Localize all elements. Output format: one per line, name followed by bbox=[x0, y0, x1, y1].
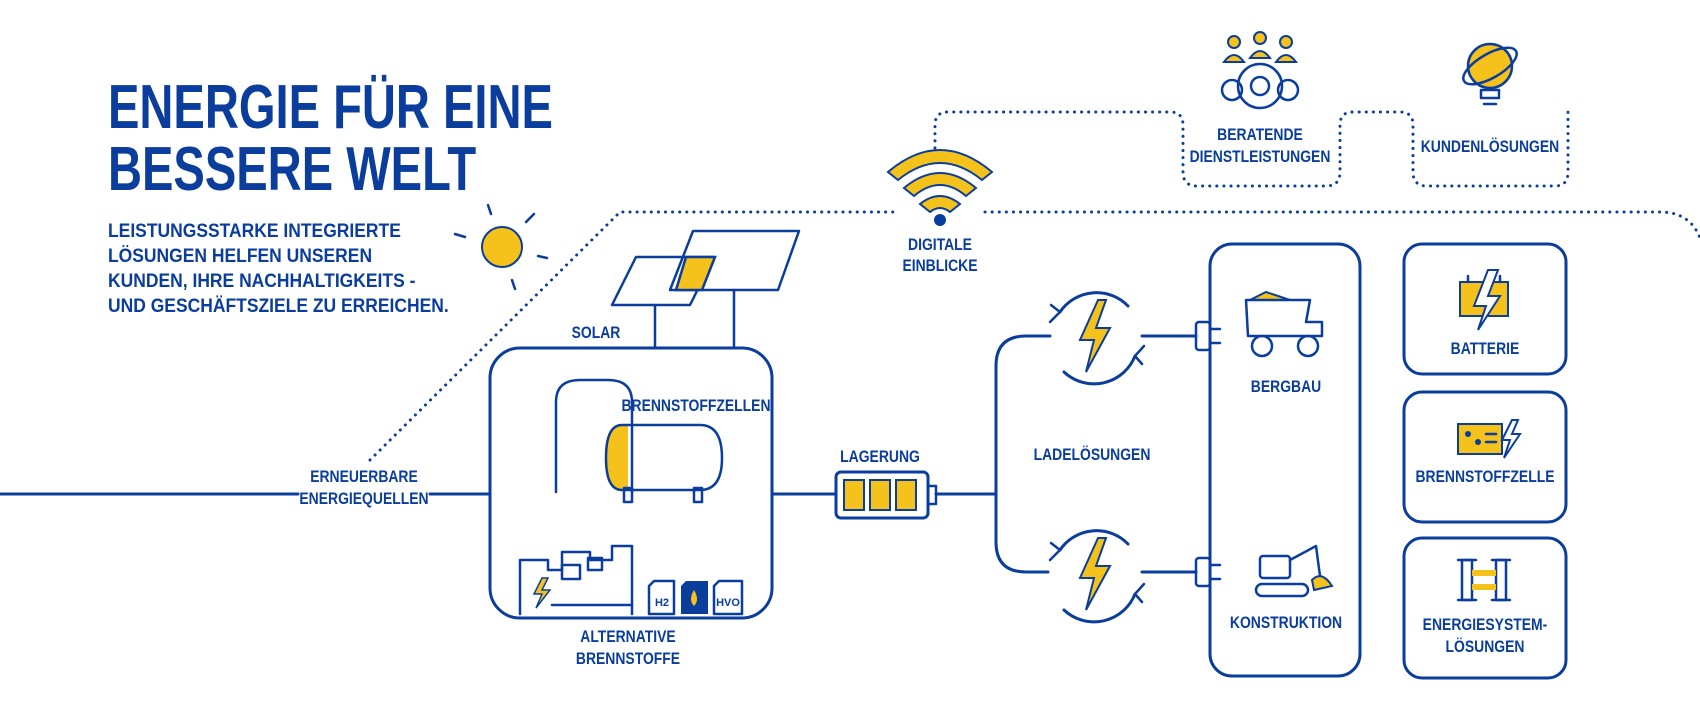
page-subtitle: LEISTUNGSSTARKE INTEGRIERTE LÖSUNGEN HEL… bbox=[108, 219, 449, 316]
battery-product-box bbox=[1402, 242, 1568, 376]
sun-icon bbox=[453, 203, 549, 291]
battery-pack-icon bbox=[1459, 269, 1509, 331]
mining-truck-icon bbox=[1244, 290, 1324, 358]
subtitle-line-2: LÖSUNGEN HELFEN UNSEREN bbox=[108, 244, 372, 266]
construction-label: KONSTRUKTION bbox=[1230, 614, 1342, 633]
plug-icon bbox=[1194, 556, 1222, 588]
energy-system-label: ENERGIESYSTEM- LÖSUNGEN bbox=[1423, 616, 1548, 657]
fuel-cells-label: BRENNSTOFFZELLEN bbox=[621, 397, 770, 416]
page-title: ENERGIE FÜR EINE BESSERE WELT bbox=[108, 72, 553, 204]
fuel-cell-label: BRENNSTOFFZELLE bbox=[1415, 468, 1554, 487]
charging-bolt-icon bbox=[1048, 291, 1146, 386]
charging-bolt-icon bbox=[1048, 529, 1146, 624]
can-h2-label: H2 bbox=[655, 597, 669, 609]
battery-icon bbox=[834, 470, 938, 520]
digital-label: DIGITALE EINBLICKE bbox=[902, 236, 977, 276]
fuel-cell-tank-icon bbox=[554, 378, 724, 504]
mining-label: BERGBAU bbox=[1251, 378, 1321, 397]
renewables-label-line-2: ENERGIEQUELLEN bbox=[299, 490, 428, 509]
energy-system-label-line-1: ENERGIESYSTEM- bbox=[1423, 616, 1548, 635]
title-line-1: ENERGIE FÜR EINE bbox=[108, 72, 553, 142]
consulting-label-line-2: DIENSTLEISTUNGEN bbox=[1190, 148, 1331, 167]
battery-label: BATTERIE bbox=[1451, 340, 1520, 359]
storage-label: LAGERUNG bbox=[840, 448, 920, 467]
can-hvo-label: HVO bbox=[716, 597, 740, 609]
consulting-label-line-1: BERATENDE bbox=[1217, 126, 1303, 145]
alt-fuels-label-line-2: BRENNSTOFFE bbox=[576, 650, 680, 669]
generator-icon bbox=[518, 544, 634, 616]
fuel-cell-module-icon bbox=[1457, 419, 1522, 459]
alt-fuels-label: ALTERNATIVE BRENNSTOFFE bbox=[576, 628, 680, 669]
energy-system-label-line-2: LÖSUNGEN bbox=[1446, 638, 1525, 657]
digital-label-line-1: DIGITALE bbox=[908, 236, 972, 255]
title-line-2: BESSERE WELT bbox=[108, 134, 476, 204]
fuel-can-icon: H2 HVO bbox=[647, 579, 744, 616]
generation-box bbox=[488, 346, 774, 620]
charging-label: LADELÖSUNGEN bbox=[1034, 446, 1151, 465]
team-gear-icon bbox=[1220, 31, 1300, 110]
subtitle-line-1: LEISTUNGSSTARKE INTEGRIERTE bbox=[108, 219, 401, 241]
charging-branch bbox=[994, 334, 1050, 574]
consulting-label: BERATENDE DIENSTLEISTUNGEN bbox=[1190, 126, 1331, 167]
wifi-icon bbox=[886, 149, 994, 226]
excavator-icon bbox=[1254, 544, 1334, 598]
customer-label: KUNDENLÖSUNGEN bbox=[1421, 138, 1560, 157]
lightbulb-icon bbox=[1462, 42, 1518, 106]
applications-box bbox=[1208, 242, 1362, 678]
alt-fuels-label-line-1: ALTERNATIVE bbox=[580, 628, 675, 647]
solar-panel-icon bbox=[610, 229, 801, 350]
energy-system-product-box bbox=[1402, 536, 1568, 680]
digital-label-line-2: EINBLICKE bbox=[902, 257, 977, 276]
fuel-cell-product-box bbox=[1402, 390, 1568, 524]
renewables-label: ERNEUERBARE ENERGIEQUELLEN bbox=[299, 468, 428, 509]
solar-label: SOLAR bbox=[572, 324, 621, 343]
dotted-connections bbox=[368, 108, 1700, 462]
subtitle-line-3: KUNDEN, IHRE NACHHALTIGKEITS - bbox=[108, 269, 415, 291]
renewables-label-line-1: ERNEUERBARE bbox=[310, 468, 418, 487]
energy-system-icon bbox=[1456, 558, 1512, 602]
subtitle-line-4: UND GESCHÄFTSZIELE ZU ERREICHEN. bbox=[108, 294, 449, 316]
plug-icon bbox=[1194, 320, 1222, 352]
